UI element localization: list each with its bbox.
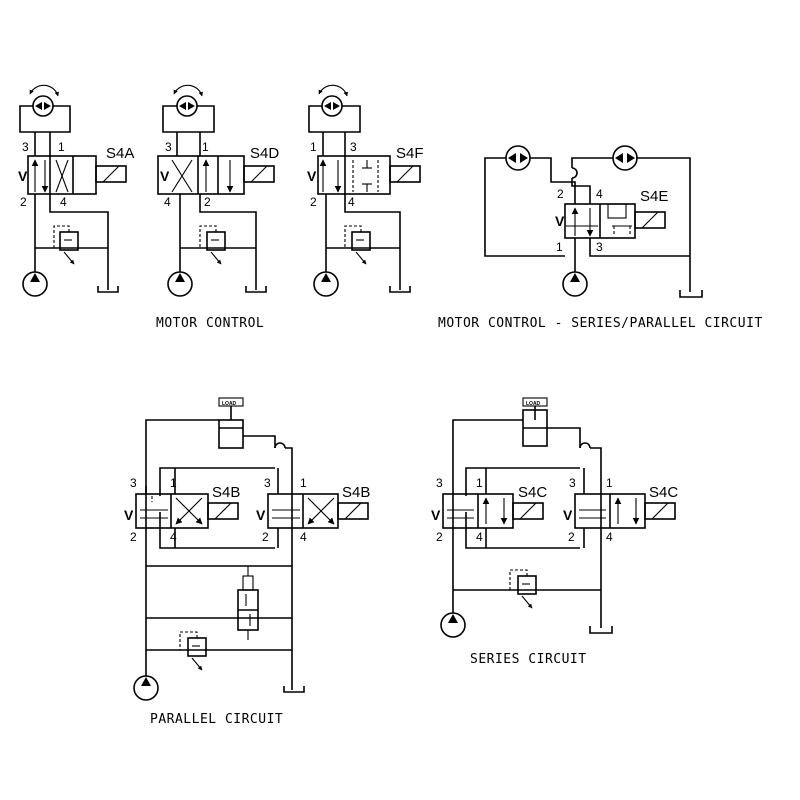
- circuit-s4f: V 1 3 2 4 S4F: [307, 84, 424, 297]
- pump-icon: [133, 675, 159, 701]
- port-label: 2: [310, 195, 317, 209]
- motor-icon: [29, 84, 59, 117]
- svg-text:V: V: [563, 507, 573, 523]
- circuit-series: LOAD V 3 1 2 4 S4C: [431, 397, 678, 638]
- pump-icon: [562, 271, 588, 297]
- svg-text:V: V: [256, 507, 266, 523]
- motor-icon: [505, 145, 531, 171]
- svg-text:V: V: [124, 507, 134, 523]
- svg-text:V: V: [307, 168, 317, 184]
- port-label: 4: [476, 530, 483, 544]
- port-label: 4: [60, 195, 67, 209]
- tank-icon: [245, 286, 267, 293]
- port-label: 2: [436, 530, 443, 544]
- port-label: 2: [557, 187, 564, 201]
- relief-valve-icon: [53, 225, 79, 265]
- tank-icon: [389, 286, 411, 293]
- load-cylinder-icon: LOAD: [218, 397, 244, 449]
- circuit-s4d: V 3 1 4 2 S4D: [157, 84, 279, 297]
- port-label: 1: [202, 140, 209, 154]
- load-cylinder-icon: LOAD: [522, 397, 548, 447]
- port-label: 3: [436, 476, 443, 490]
- port-label: 1: [606, 476, 613, 490]
- check-valve-icon: [237, 566, 259, 640]
- caption-series: SERIES CIRCUIT: [470, 652, 587, 667]
- tank-icon: [589, 626, 613, 634]
- load-label: LOAD: [222, 401, 237, 407]
- port-label: 3: [596, 240, 603, 254]
- svg-text:V: V: [18, 168, 28, 184]
- motor-icon: [173, 84, 203, 117]
- pump-icon: [440, 612, 466, 638]
- port-label: 4: [606, 530, 613, 544]
- port-label: 1: [300, 476, 307, 490]
- port-label: 1: [310, 140, 317, 154]
- circuit-s4e: V 2 4 1 3 S4E: [484, 145, 703, 298]
- svg-text:V: V: [555, 213, 565, 229]
- relief-valve-icon: [179, 631, 207, 671]
- port-label: 3: [264, 476, 271, 490]
- relief-valve-icon: [344, 225, 371, 265]
- port-label: 4: [348, 195, 355, 209]
- tank-icon: [97, 286, 119, 293]
- caption-series-parallel: MOTOR CONTROL - SERIES/PARALLEL CIRCUIT: [438, 316, 763, 331]
- port-label: 3: [350, 140, 357, 154]
- valve-tag-s4a: S4A: [106, 145, 134, 162]
- caption-parallel: PARALLEL CIRCUIT: [150, 712, 283, 727]
- valve-tag-s4c-right: S4C: [649, 484, 678, 501]
- pump-icon: [22, 271, 48, 297]
- port-label: 3: [130, 476, 137, 490]
- valve-tag-s4d: S4D: [250, 145, 279, 162]
- port-label: 4: [300, 530, 307, 544]
- motor-icon: [612, 145, 638, 171]
- port-label: 2: [262, 530, 269, 544]
- port-label: 2: [130, 530, 137, 544]
- svg-text:V: V: [431, 507, 441, 523]
- svg-text:V: V: [160, 168, 170, 184]
- relief-valve-icon: [509, 569, 537, 609]
- valve-tag-s4b-right: S4B: [342, 484, 370, 501]
- pump-icon: [167, 271, 193, 297]
- port-label: 4: [596, 187, 603, 201]
- circuit-s4a: V 3 1 2 4 S4A: [18, 84, 134, 297]
- valve-tag-s4e: S4E: [640, 188, 668, 205]
- valve-tag-s4b-left: S4B: [212, 484, 240, 501]
- port-label: 4: [164, 195, 171, 209]
- motor-icon: [318, 84, 348, 117]
- relief-valve-icon: [199, 225, 226, 265]
- caption-motor-control: MOTOR CONTROL: [156, 316, 264, 331]
- port-label: 3: [22, 140, 29, 154]
- tank-icon: [283, 686, 305, 693]
- tank-icon: [679, 290, 703, 298]
- port-label: 3: [165, 140, 172, 154]
- port-label: 1: [476, 476, 483, 490]
- port-label: 2: [568, 530, 575, 544]
- valve-tag-s4c-left: S4C: [518, 484, 547, 501]
- port-label: 3: [569, 476, 576, 490]
- load-label: LOAD: [526, 401, 541, 407]
- circuit-parallel: LOAD V 3 1 2 4 S4B: [124, 397, 370, 701]
- valve-tag-s4f: S4F: [396, 145, 424, 162]
- port-label: 1: [58, 140, 65, 154]
- port-label: 2: [20, 195, 27, 209]
- pump-icon: [313, 271, 339, 297]
- port-label: 4: [170, 530, 177, 544]
- port-label: 1: [170, 476, 177, 490]
- port-label: 1: [556, 240, 563, 254]
- port-label: 2: [204, 195, 211, 209]
